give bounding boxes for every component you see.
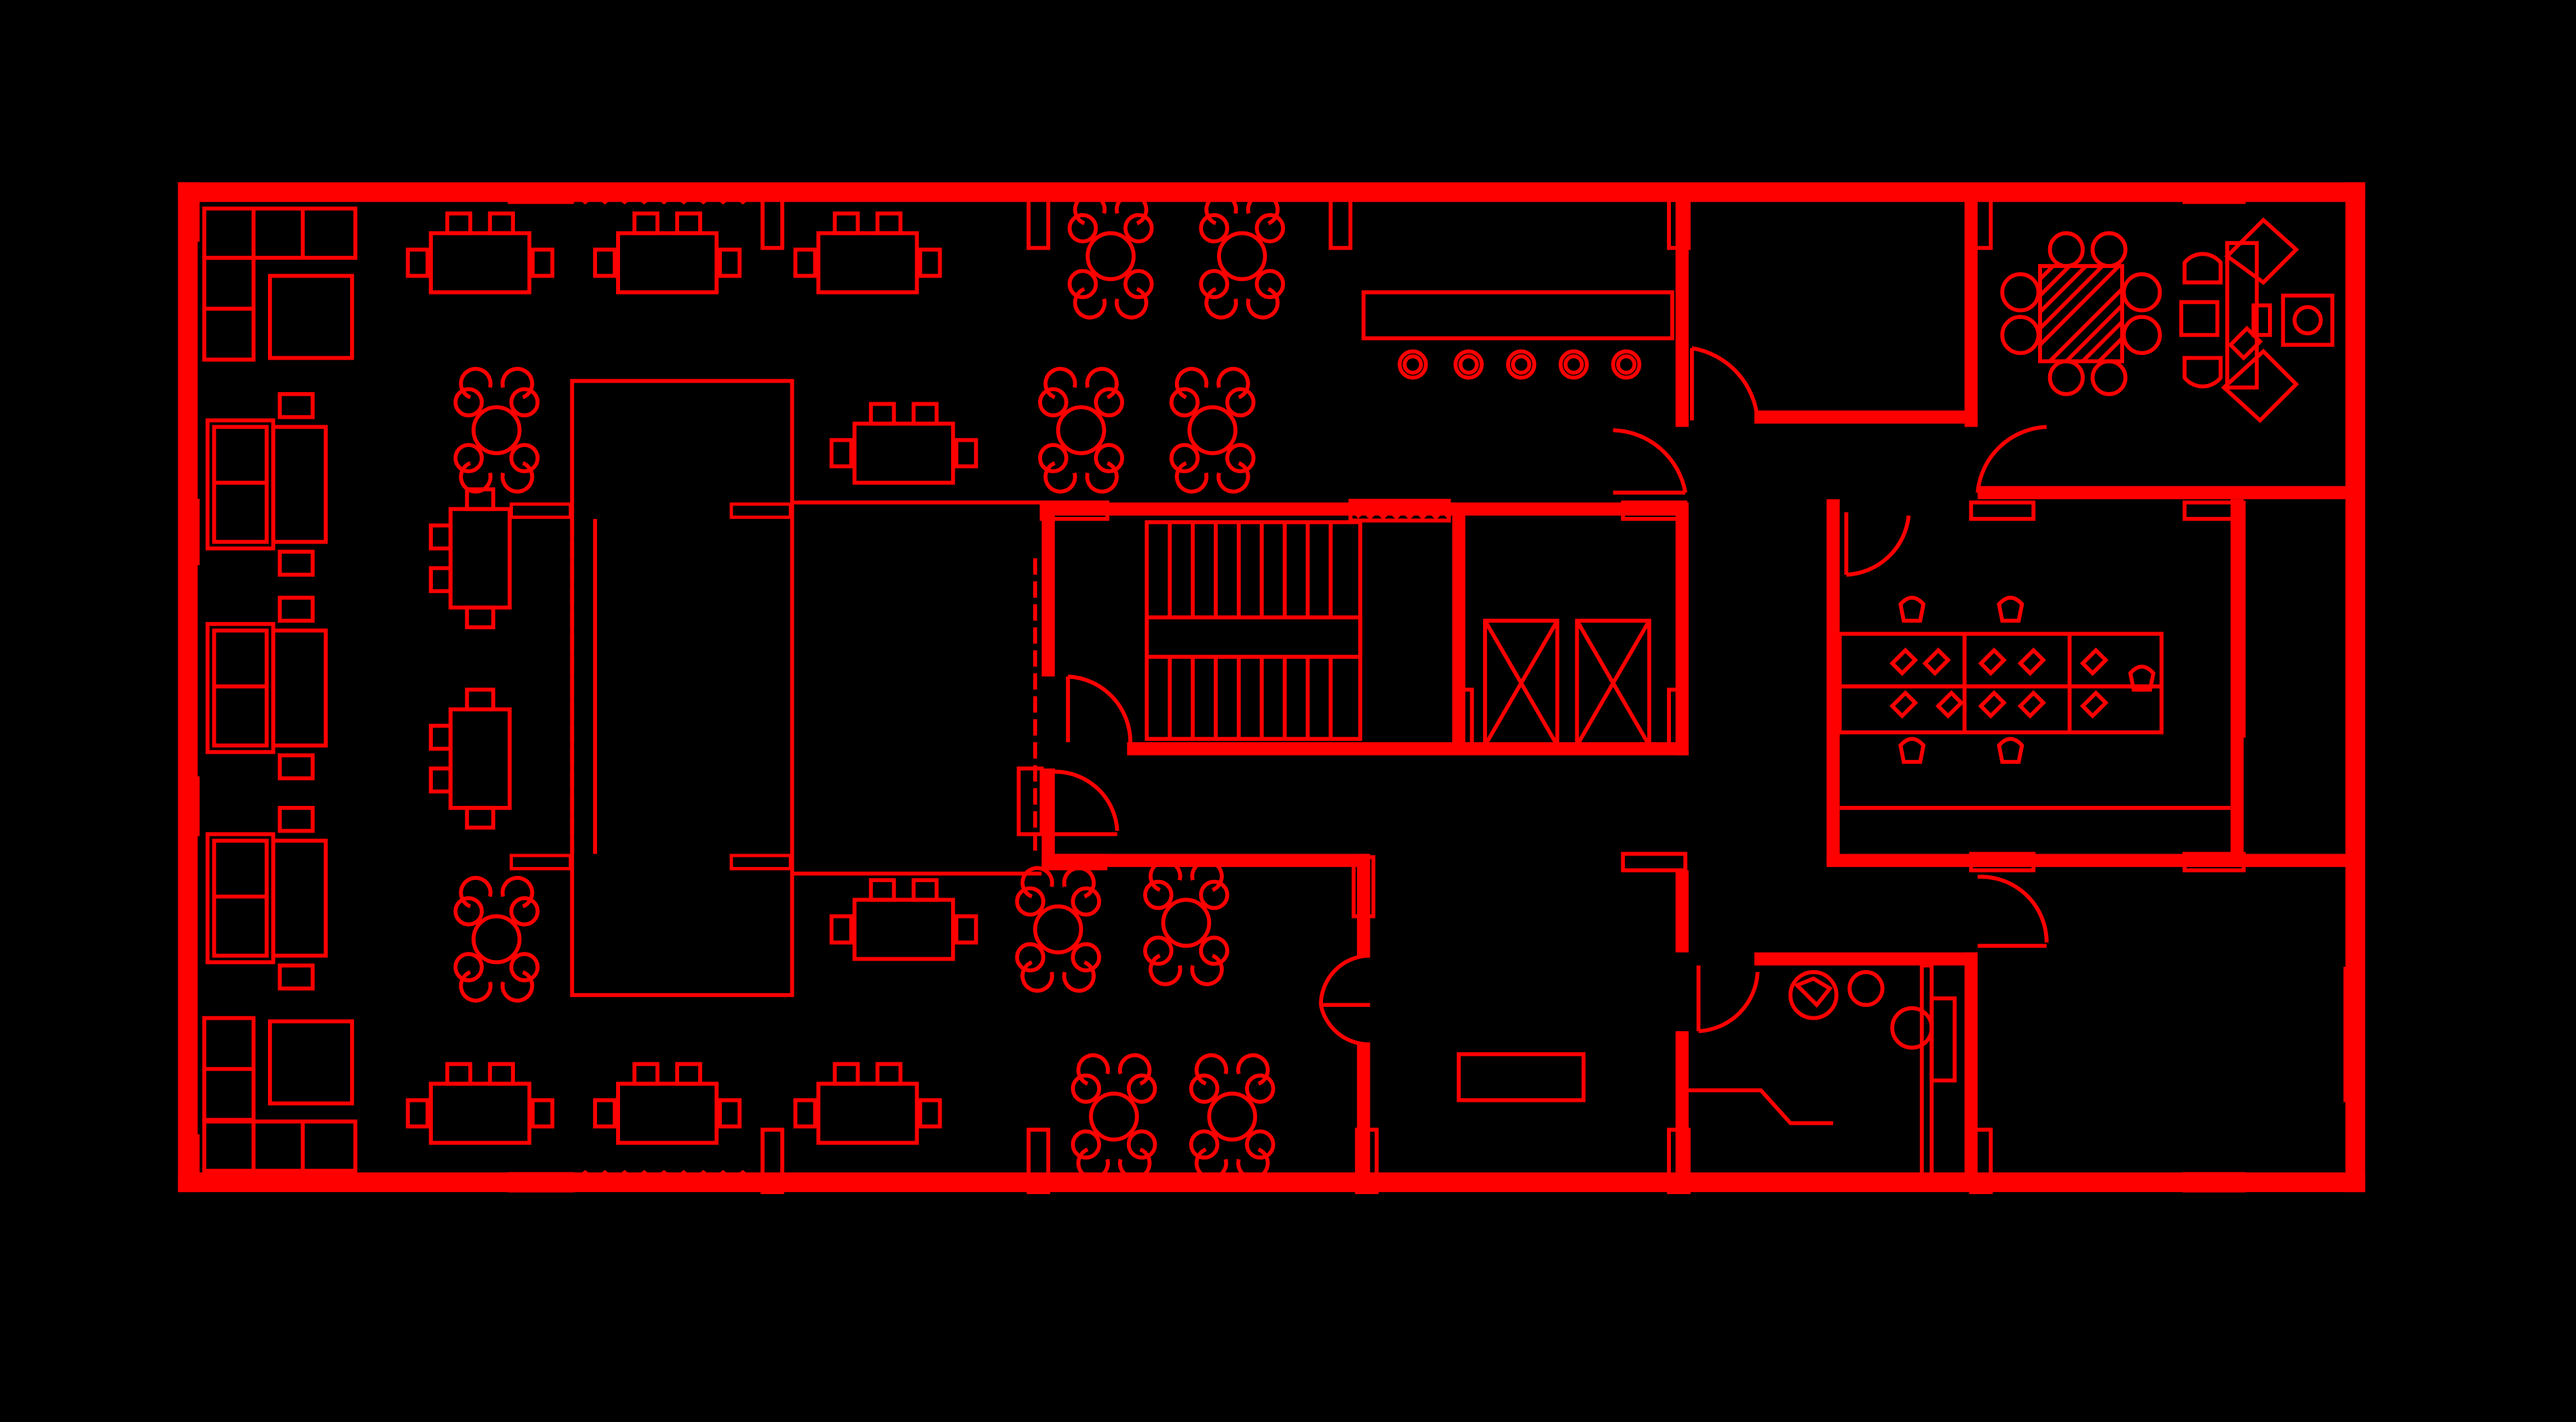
interior-walls: [1039, 197, 2364, 1181]
meeting-room: [2000, 231, 2162, 396]
lounge-furniture: [202, 206, 510, 1173]
staircase: [1145, 520, 1362, 742]
elevators: [1483, 618, 1651, 748]
outer-walls: [178, 182, 2366, 1195]
manager-office: [2179, 217, 2334, 423]
office-workstations: [1837, 598, 2231, 810]
reception-desk: [1457, 1052, 1586, 1102]
central-void: [510, 379, 1042, 997]
doors: [1016, 346, 2049, 1047]
bar-counter: [1361, 290, 1674, 378]
dining-tables: [408, 195, 1283, 1178]
small-office: [1788, 969, 1957, 1083]
